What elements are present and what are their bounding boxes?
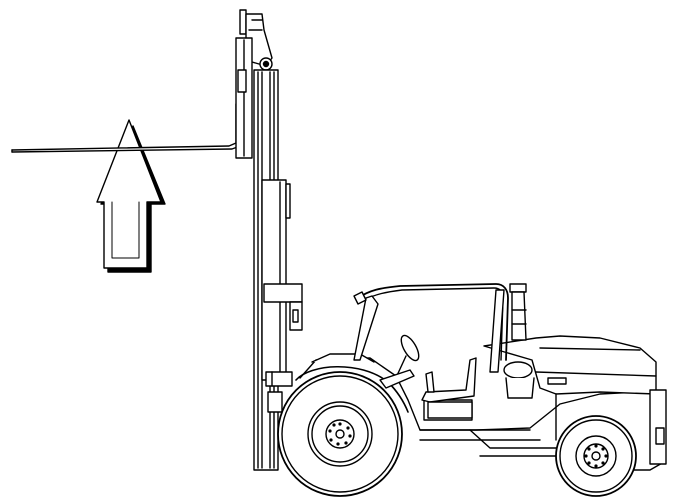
rear-wheel xyxy=(555,415,637,497)
mast xyxy=(235,9,303,471)
cab-frame xyxy=(353,283,527,419)
arrow-up-icon xyxy=(96,119,166,273)
front-wheel xyxy=(277,371,403,497)
